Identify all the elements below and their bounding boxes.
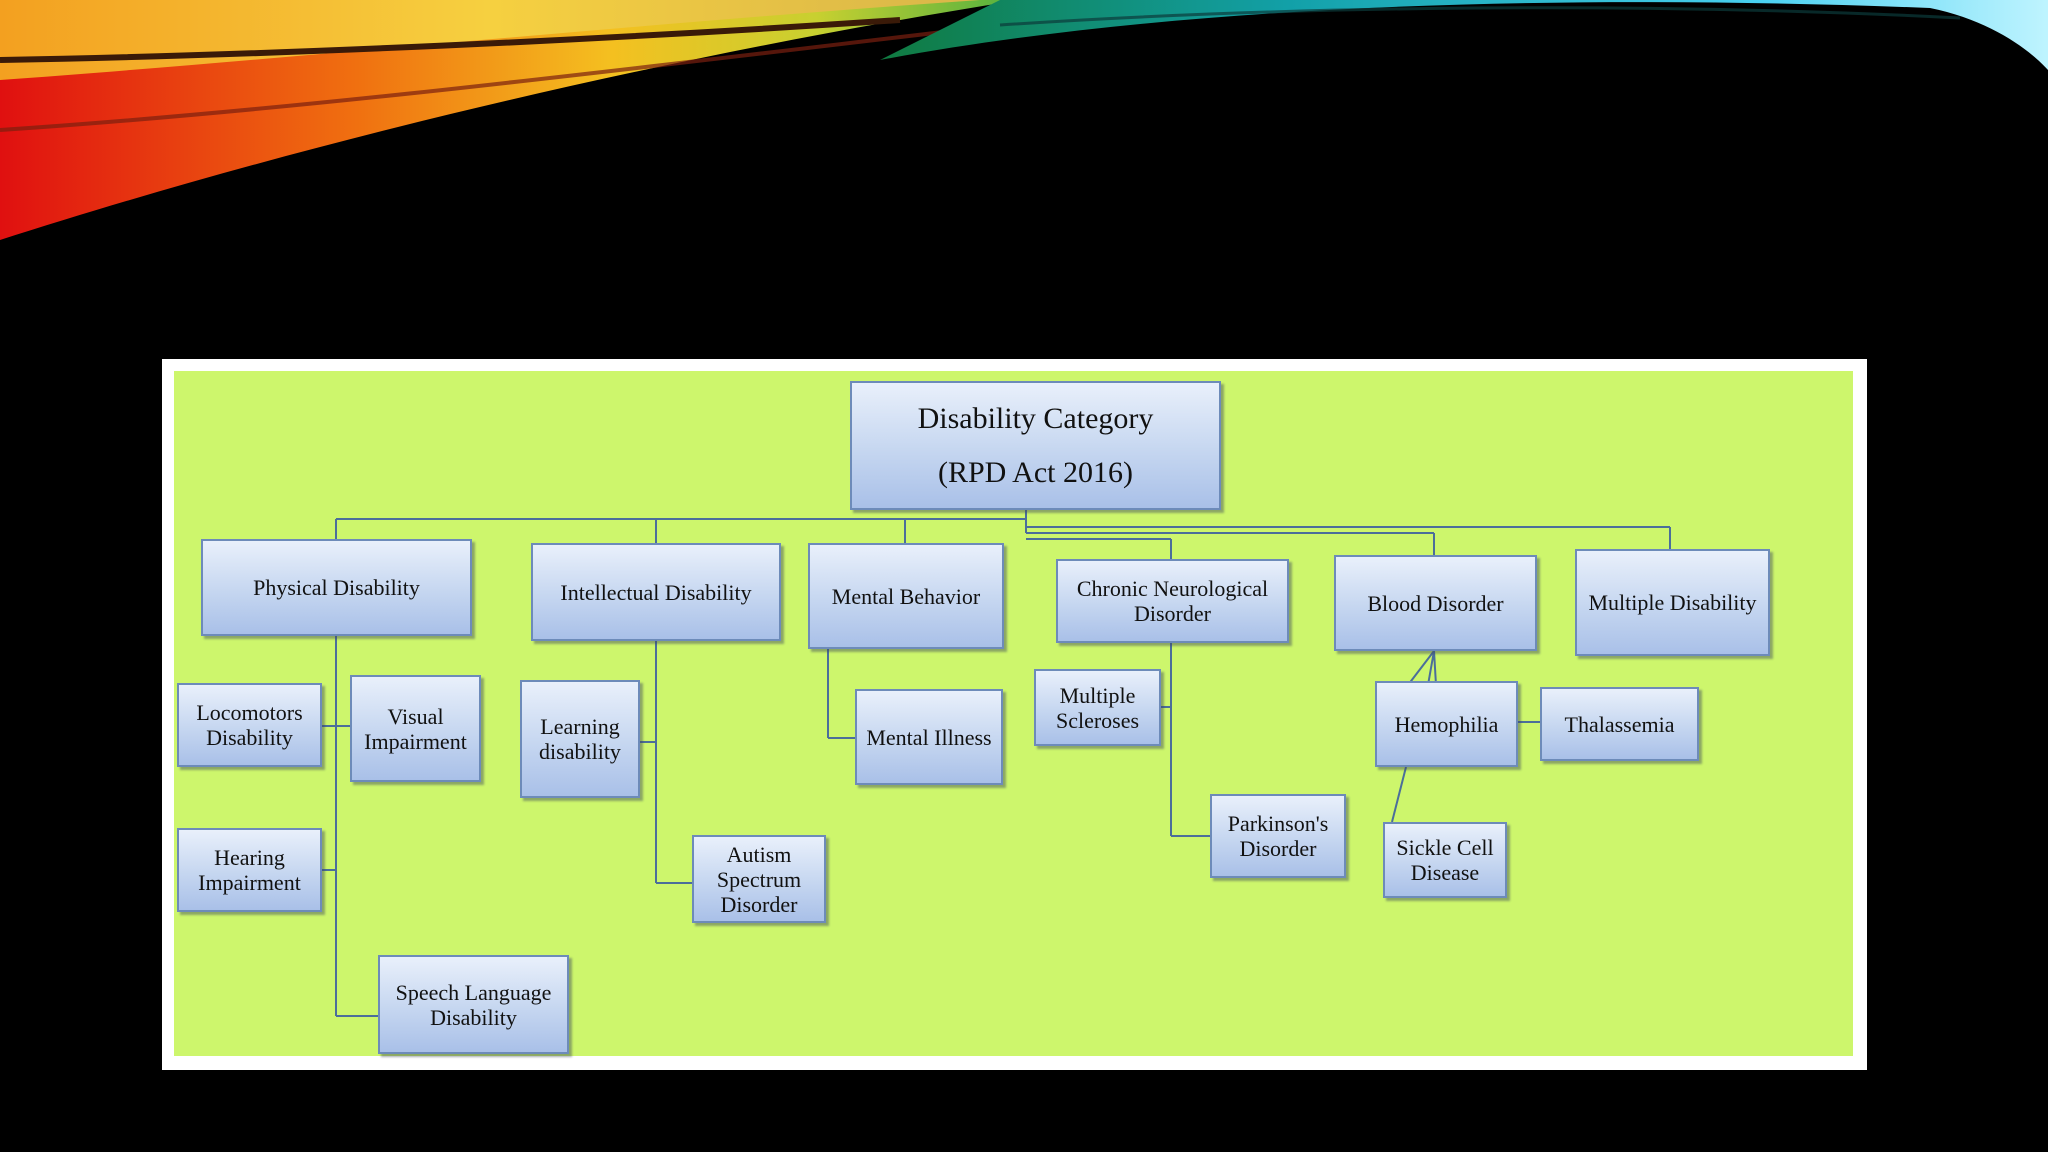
subtype-sickle-cell-disease: Sickle Cell Disease [1383, 822, 1507, 898]
subtype-thalassemia: Thalassemia [1540, 687, 1699, 761]
subtype-mental-illness: Mental Illness [855, 689, 1003, 785]
category-physical-disability: Physical Disability [201, 539, 472, 636]
diagram-frame: Disability Category (RPD Act 2016) Physi… [162, 359, 1867, 1070]
subtype-autism-spectrum-disorder: Autism Spectrum Disorder [692, 835, 826, 923]
subtype-learning-disability: Learning disability [520, 680, 640, 798]
subtype-visual-impairment: Visual Impairment [350, 675, 481, 782]
root-node: Disability Category (RPD Act 2016) [850, 381, 1221, 510]
category-chronic-neurological-disorder: Chronic Neurological Disorder [1056, 559, 1289, 643]
subtype-speech-language-disability: Speech Language Disability [378, 955, 569, 1054]
subtype-multiple-scleroses: Multiple Scleroses [1034, 669, 1161, 746]
decorative-swoosh [0, 0, 2048, 240]
category-multiple-disability: Multiple Disability [1575, 549, 1770, 656]
category-intellectual-disability: Intellectual Disability [531, 543, 781, 641]
subtype-locomotors-disability: Locomotors Disability [177, 683, 322, 767]
connector-lines [322, 500, 1671, 1017]
root-title: Disability Category [917, 401, 1154, 435]
diagram-canvas: Disability Category (RPD Act 2016) Physi… [174, 371, 1853, 1056]
subtype-hemophilia: Hemophilia [1375, 681, 1518, 767]
root-subtitle: (RPD Act 2016) [937, 455, 1133, 489]
subtype-hearing-impairment: Hearing Impairment [177, 828, 322, 912]
category-mental-behavior: Mental Behavior [808, 543, 1004, 649]
subtype-parkinsons-disorder: Parkinson's Disorder [1210, 794, 1346, 878]
category-blood-disorder: Blood Disorder [1334, 555, 1537, 651]
